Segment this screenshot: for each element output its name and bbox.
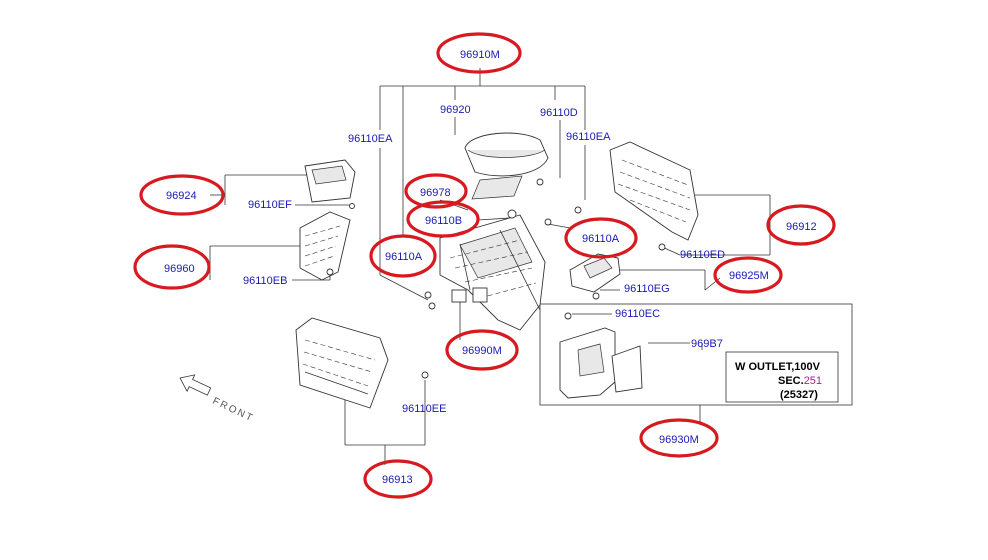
console-body — [439, 214, 546, 331]
front-direction-label: FRONT — [211, 396, 256, 425]
ring-96913 — [363, 459, 433, 499]
ring-96110B — [406, 200, 480, 238]
ring-96925M — [713, 256, 783, 294]
label-96913: 96913 — [382, 474, 413, 486]
ring-96912 — [766, 204, 836, 246]
lower-storage — [295, 317, 389, 409]
outlet-section-ref: SEC.251 — [778, 375, 822, 387]
ring-96978 — [404, 173, 468, 209]
label-96110EE: 96110EE — [402, 403, 446, 415]
label-96924: 96924 — [166, 190, 197, 202]
ring-96110A-right — [564, 217, 638, 259]
left-side-panel — [299, 211, 351, 281]
outlet-info-box: W OUTLET,100V SEC.251 (25327) — [725, 351, 839, 403]
label-96110EB: 96110EB — [243, 275, 287, 287]
label-96925M: 96925M — [729, 270, 769, 282]
label-96110EA-left: 96110EA — [348, 133, 393, 145]
label-96960: 96960 — [164, 263, 195, 275]
label-96110EG: 96110EG — [624, 283, 670, 295]
label-969B7: 969B7 — [691, 338, 723, 350]
outlet-title: W OUTLET,100V — [735, 361, 821, 373]
outlet-part-ref: (25327) — [780, 389, 818, 401]
label-96110D: 96110D — [540, 107, 578, 119]
label-96912: 96912 — [786, 221, 817, 233]
ring-96930M — [639, 418, 719, 458]
ring-96990M — [445, 329, 519, 371]
lid-pad — [471, 175, 523, 200]
label-96910M: 96910M — [460, 49, 500, 61]
right-frame — [609, 141, 699, 241]
ring-96910M — [436, 32, 522, 74]
highlight-rings — [133, 32, 836, 499]
part-number-labels: 96910M 96920 96110D 96110EA 96110EA 9692… — [164, 49, 817, 486]
label-96990M: 96990M — [462, 345, 502, 357]
label-96110A-right: 96110A — [582, 233, 620, 245]
label-96930M: 96930M — [659, 434, 699, 446]
ring-96960 — [133, 244, 211, 290]
ring-96110A-left — [369, 234, 437, 278]
label-96110EC: 96110EC — [615, 308, 660, 320]
label-96110B: 96110B — [425, 215, 462, 227]
part-drawings — [295, 132, 755, 409]
ring-96924 — [139, 174, 225, 216]
label-96110A-left: 96110A — [385, 251, 423, 263]
label-96110EA-right: 96110EA — [566, 131, 611, 143]
label-96920: 96920 — [440, 104, 471, 116]
label-96978: 96978 — [420, 187, 451, 199]
label-96110ED: 96110ED — [680, 249, 725, 261]
label-96110EF: 96110EF — [248, 199, 292, 211]
front-arrow — [179, 374, 212, 396]
rear-vent-piece — [611, 345, 643, 393]
